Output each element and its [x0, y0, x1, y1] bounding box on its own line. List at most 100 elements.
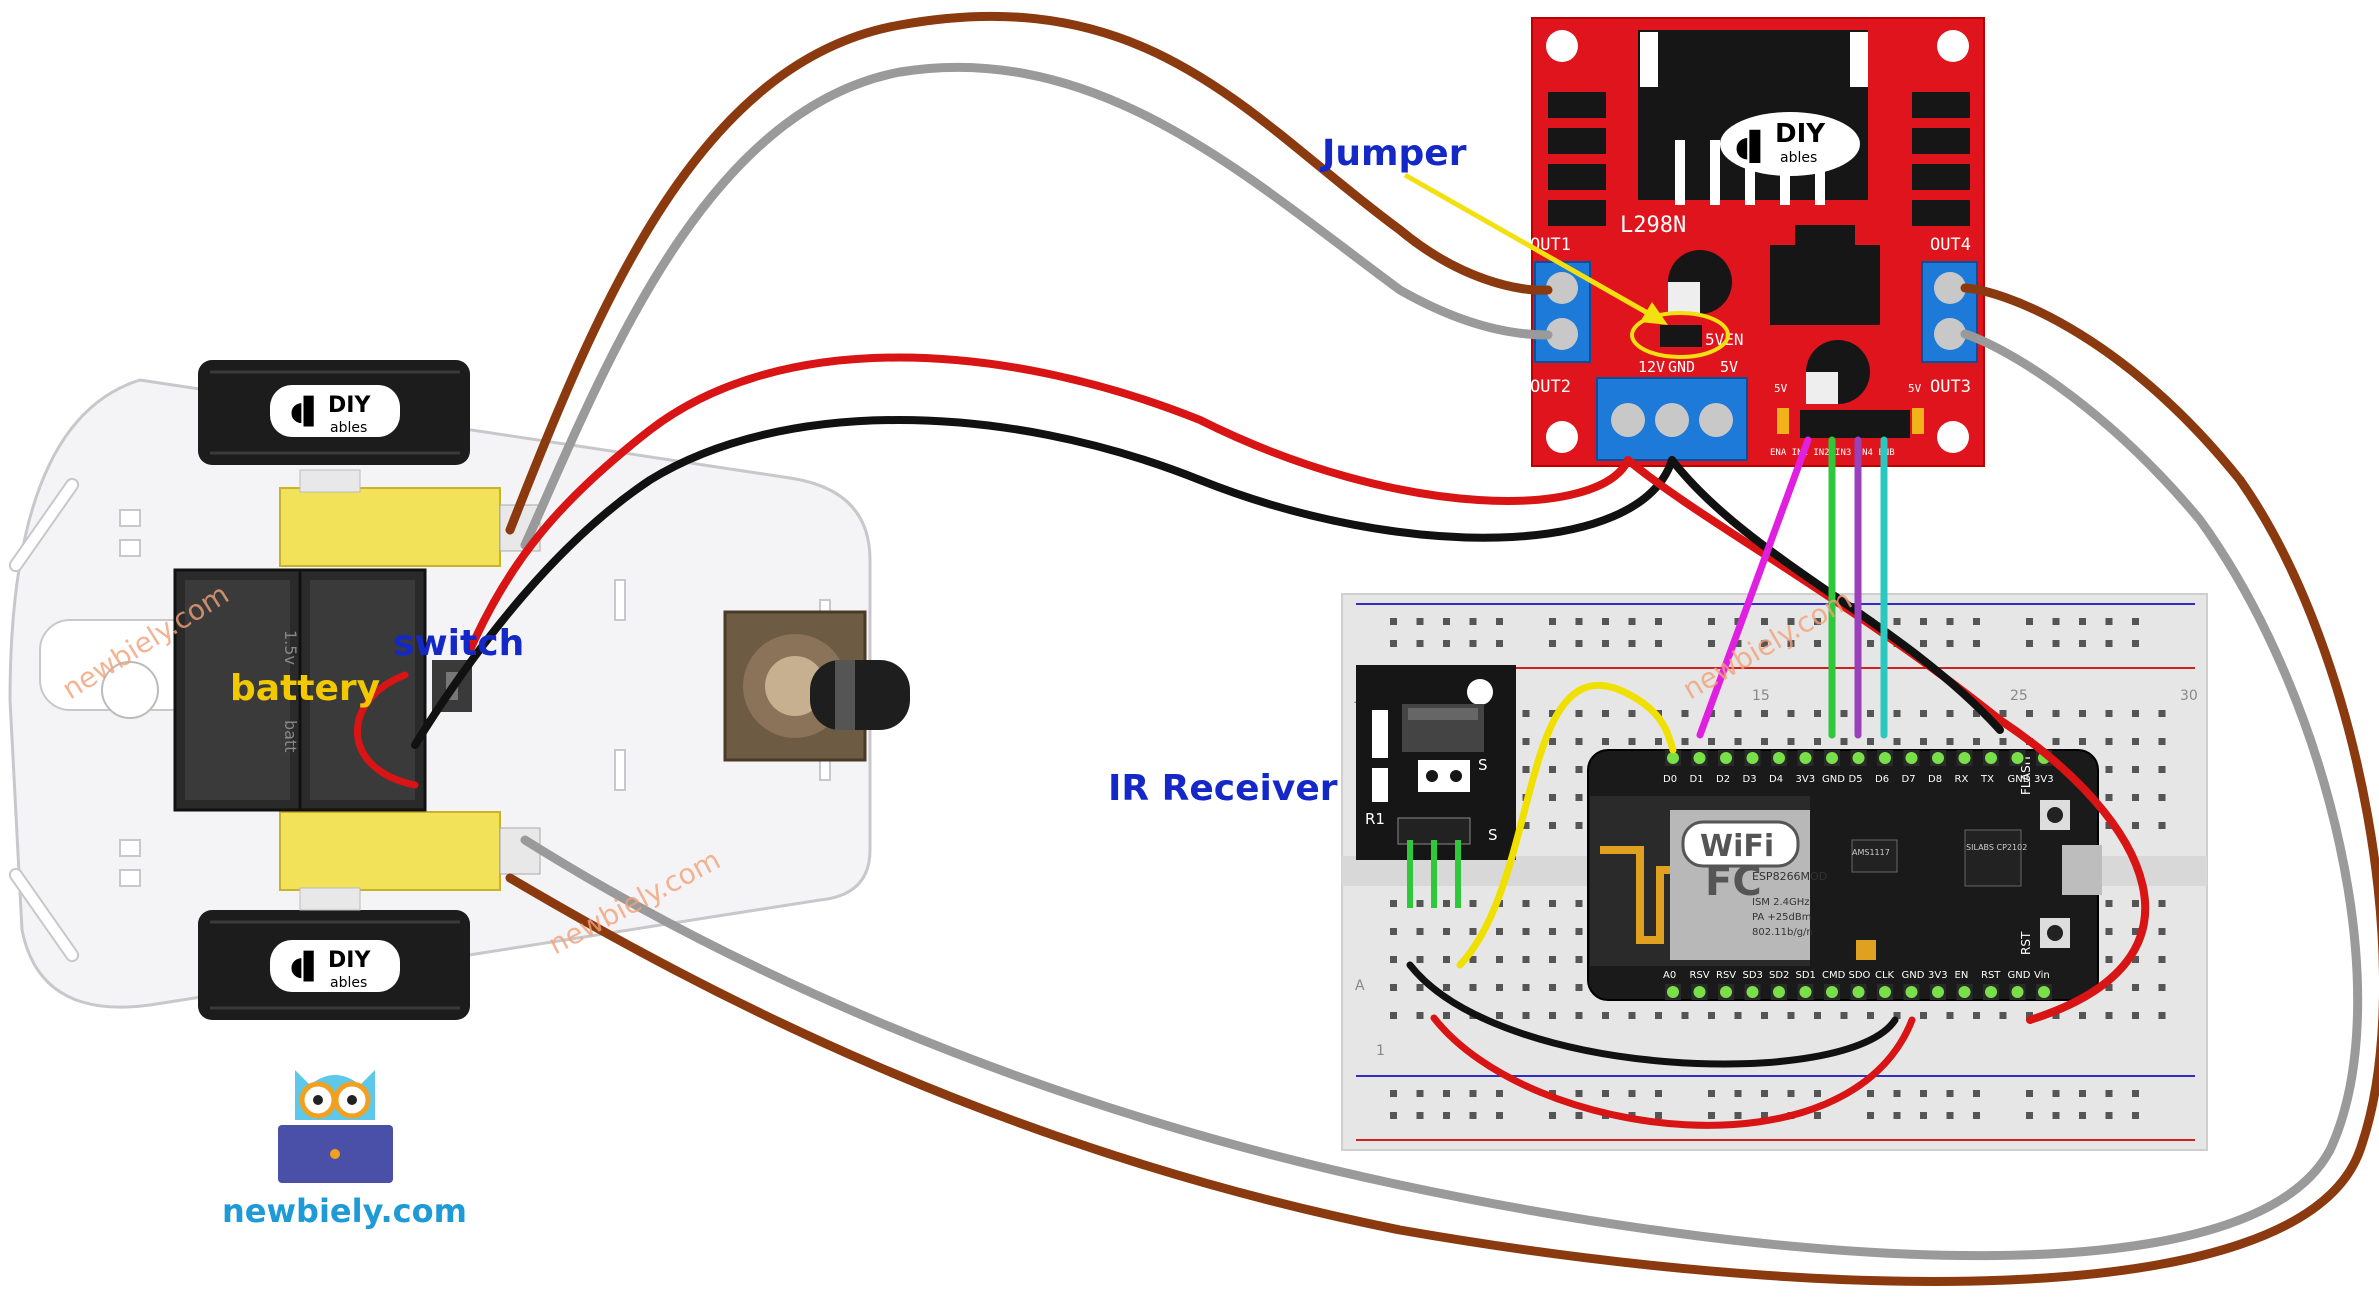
esp-pin-label: GND [1902, 970, 1925, 981]
breadboard-hole [1973, 1112, 1980, 1119]
esp-pin [1879, 986, 1891, 998]
breadboard-hole [2158, 956, 2166, 963]
svg-text:◖▌: ◖▌ [290, 950, 324, 982]
l298n-driver-board: ◖▌ DIY ables L298N OUT1 OUT4 OUT2 OUT3 5… [1530, 17, 1985, 467]
svg-text:1.5v: 1.5v [281, 630, 300, 665]
esp-pin [1799, 752, 1812, 764]
esp-pin [1693, 986, 1706, 998]
esp-pin-label: RSV [1716, 970, 1736, 981]
breadboard-hole [1469, 618, 1477, 625]
esp-pin [1905, 752, 1918, 764]
svg-text:R1: R1 [1365, 810, 1385, 828]
breadboard-hole [1867, 710, 1874, 717]
esp-pin [1958, 752, 1971, 764]
breadboard-hole [2158, 928, 2166, 935]
caster-wheel [723, 610, 910, 762]
breadboard-hole [1787, 1012, 1795, 1019]
breadboard-hole [1787, 710, 1795, 717]
breadboard-hole [1390, 928, 1397, 935]
breadboard-hole [1549, 928, 1556, 935]
breadboard-hole [2158, 822, 2166, 829]
breadboard-hole [1761, 618, 1768, 625]
breadboard-hole [1575, 766, 1583, 773]
esp-pin [1932, 986, 1944, 998]
breadboard-hole [2132, 928, 2139, 935]
esp-pin-label: Vin [2034, 970, 2050, 981]
svg-text:DIY: DIY [328, 393, 371, 418]
breadboard-hole [2105, 984, 2113, 991]
breadboard-hole [1893, 1090, 1901, 1097]
breadboard-hole [1575, 984, 1583, 991]
breadboard-hole [1814, 710, 1821, 717]
breadboard-hole [2105, 618, 2113, 625]
breadboard-hole [1549, 710, 1556, 717]
breadboard-hole [1708, 618, 1715, 625]
jumper-label: Jumper [1319, 133, 1467, 174]
breadboard-hole [2132, 766, 2139, 773]
breadboard-hole [1549, 794, 1556, 801]
breadboard-hole [2105, 794, 2113, 801]
jumper-highlight [1630, 311, 1730, 359]
esp-pin-label: RST [1981, 970, 2001, 981]
breadboard-hole [2132, 984, 2139, 991]
breadboard-hole [1549, 738, 1556, 745]
breadboard-hole [2132, 900, 2139, 907]
breadboard-hole [2026, 710, 2033, 717]
breadboard-hole [1734, 710, 1742, 717]
breadboard-hole [1575, 1112, 1583, 1119]
breadboard-hole [1708, 738, 1715, 745]
breadboard-hole [1946, 710, 1954, 717]
breadboard-hole [1999, 738, 2007, 745]
svg-text:25: 25 [2010, 688, 2028, 704]
esp-pin-label: D5 [1849, 774, 1863, 785]
esp-pin-label: GND [2008, 970, 2031, 981]
breadboard-hole [1708, 640, 1715, 647]
breadboard-hole [1496, 956, 1503, 963]
breadboard-hole [2132, 956, 2139, 963]
svg-text:5V: 5V [1720, 358, 1738, 376]
breadboard-hole [1655, 1012, 1662, 1019]
breadboard-hole [1443, 928, 1450, 935]
svg-text:1: 1 [1376, 1043, 1385, 1059]
breadboard-hole [1920, 1012, 1927, 1019]
esp-pin-label: 3V3 [2034, 774, 2054, 785]
breadboard-hole [1443, 900, 1450, 907]
breadboard-hole [1734, 738, 1742, 745]
breadboard-hole [1549, 984, 1556, 991]
svg-text:ables: ables [330, 420, 367, 436]
breadboard-hole [1655, 640, 1662, 647]
breadboard-hole [1469, 900, 1477, 907]
breadboard-hole [2105, 900, 2113, 907]
svg-text:ables: ables [1780, 150, 1817, 166]
breadboard-hole [2132, 1090, 2139, 1097]
svg-text:FC: FC [1705, 859, 1762, 905]
svg-text:WiFi: WiFi [1700, 829, 1774, 864]
breadboard-hole [1416, 928, 1424, 935]
breadboard-hole [1443, 1012, 1450, 1019]
esp-pin-label: RSV [1690, 970, 1710, 981]
breadboard-hole [2052, 710, 2060, 717]
svg-text:SILABS CP2102: SILABS CP2102 [1966, 843, 2027, 852]
breadboard-hole [2132, 1012, 2139, 1019]
breadboard-hole [1469, 1090, 1477, 1097]
breadboard-hole [2132, 710, 2139, 717]
breadboard-hole [2132, 640, 2139, 647]
breadboard-hole [1416, 1012, 1424, 1019]
ir-receiver-label: IR Receiver [1108, 768, 1338, 809]
breadboard-hole [1416, 900, 1424, 907]
esp-pin [1773, 752, 1785, 764]
esp-pin-label: 3V3 [1796, 774, 1816, 785]
svg-text:5V: 5V [1774, 382, 1788, 395]
wire-red-battery-switch [353, 671, 419, 789]
esp-pin-label: D1 [1690, 774, 1704, 785]
breadboard-hole [1734, 1012, 1742, 1019]
breadboard-hole [1416, 1112, 1424, 1119]
breadboard-hole [1575, 900, 1583, 907]
breadboard-hole [2026, 1012, 2033, 1019]
wire-gray-motor-top [520, 63, 1553, 550]
breadboard-hole [1390, 618, 1397, 625]
battery-label: battery [230, 668, 380, 709]
svg-text:RST: RST [2019, 931, 2033, 955]
breadboard-hole [1867, 738, 1874, 745]
svg-text:L298N: L298N [1620, 213, 1686, 238]
